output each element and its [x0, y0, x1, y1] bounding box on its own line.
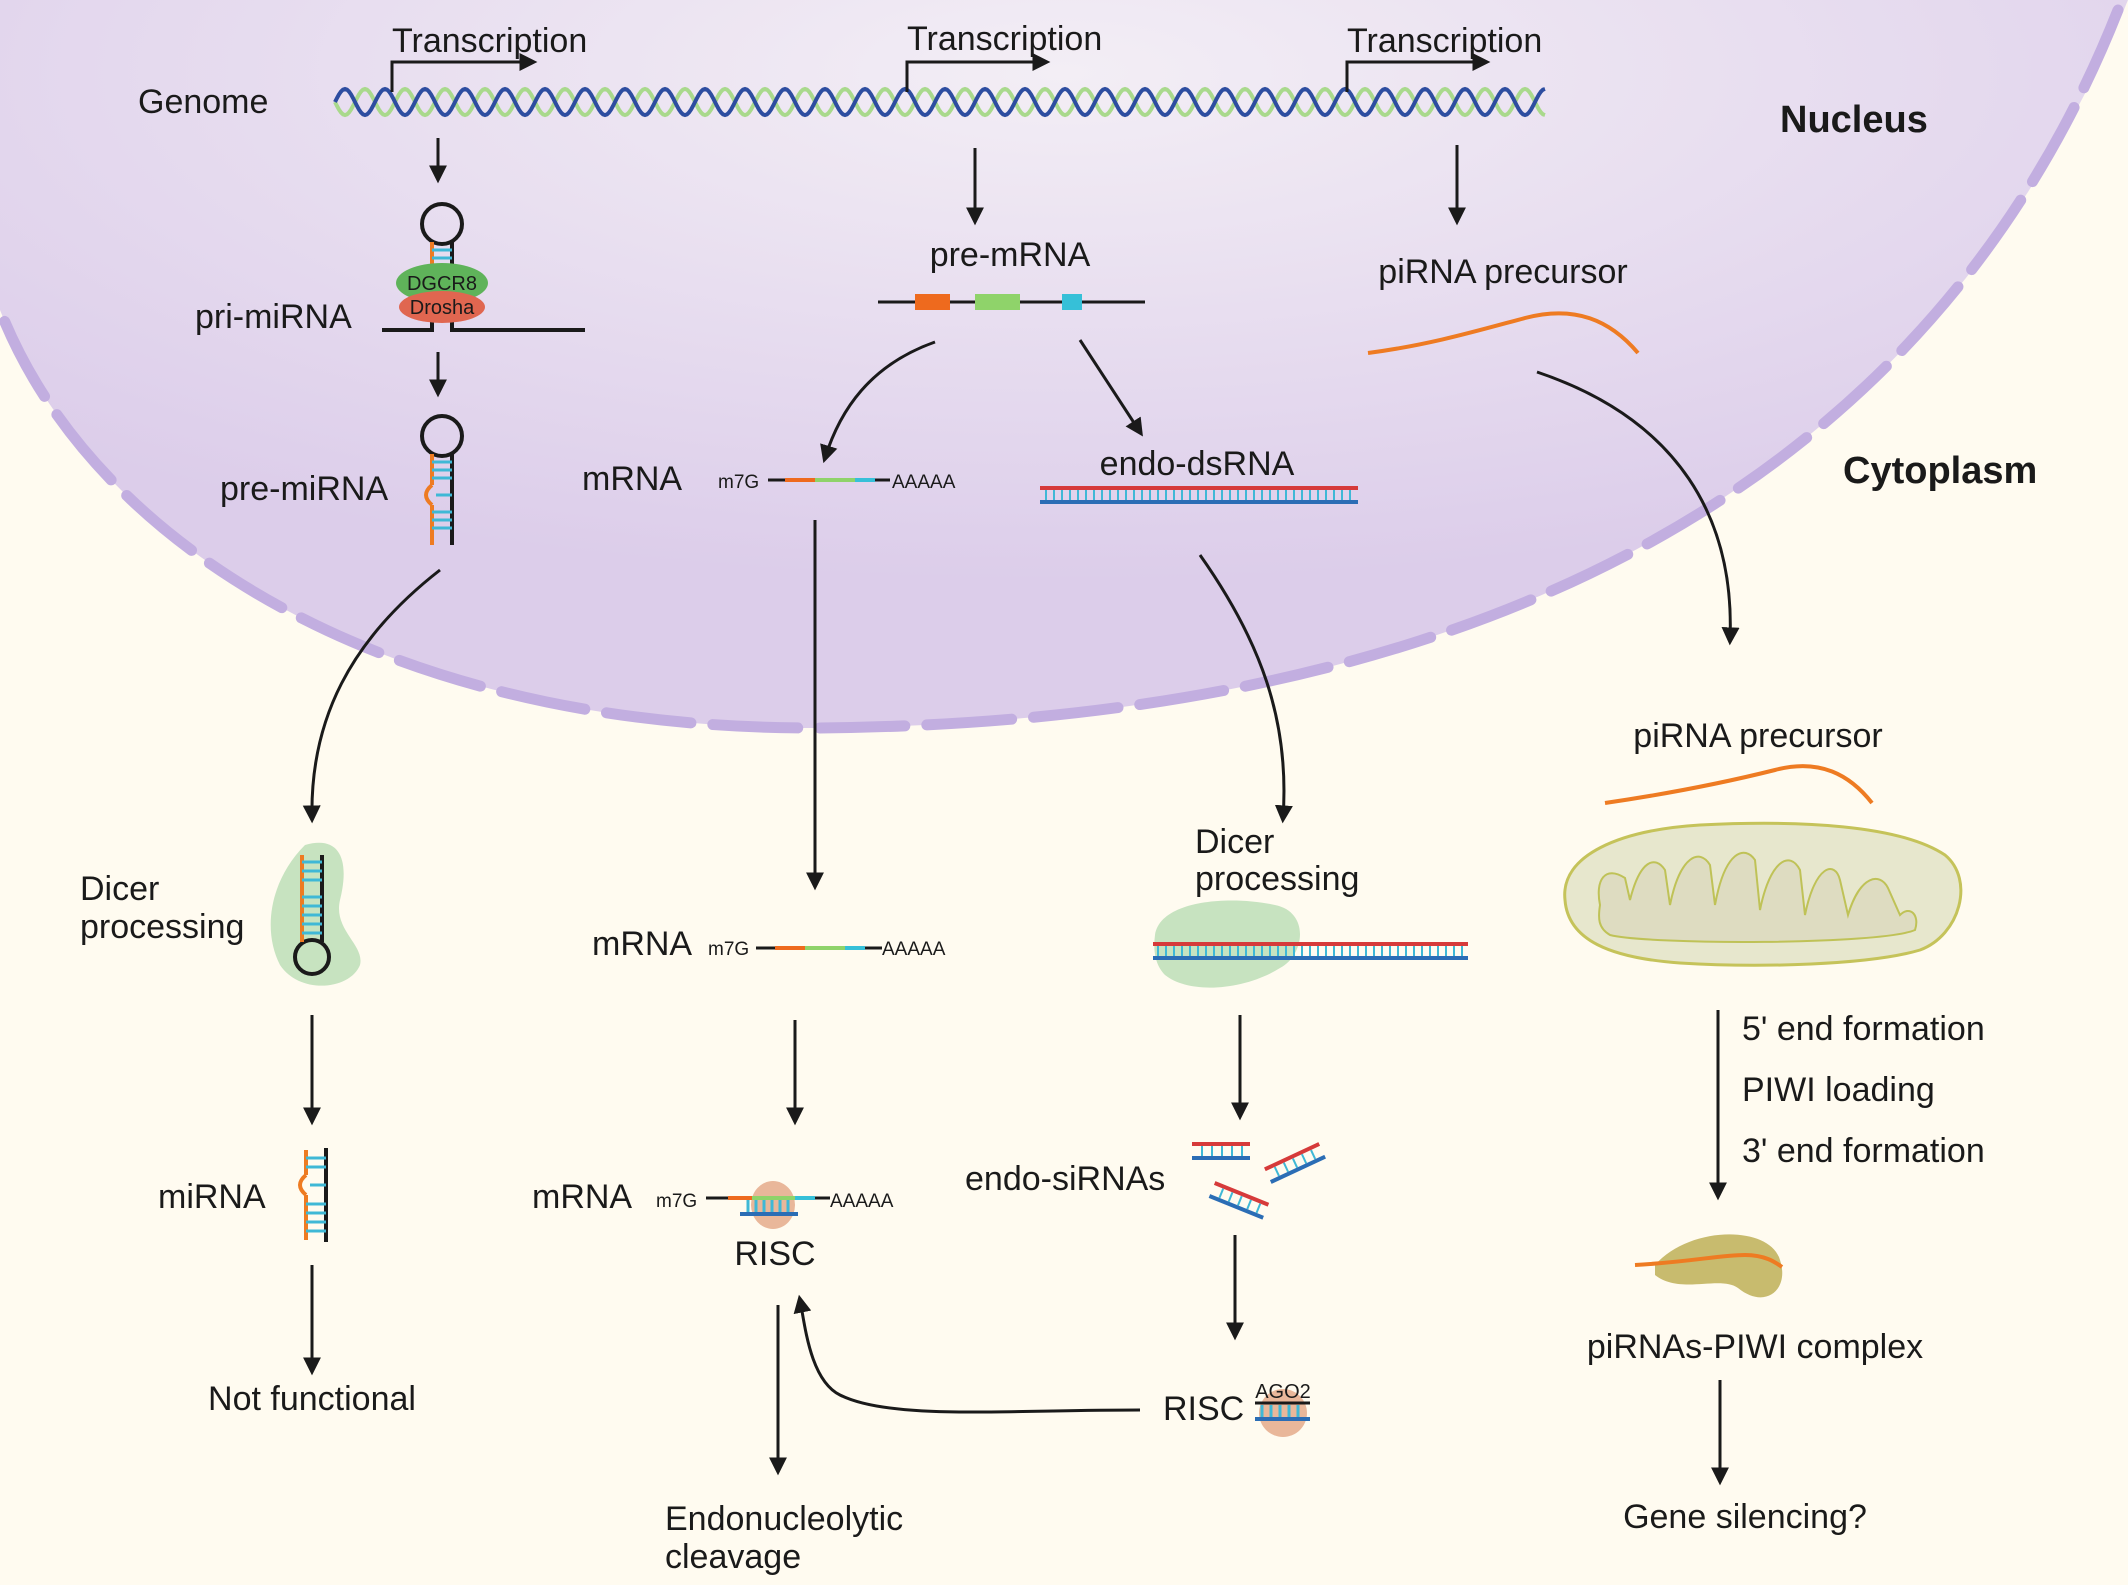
- sirna-duplex-2: [1264, 1142, 1326, 1184]
- dgcr8-protein: [396, 263, 488, 303]
- pirna-step-2: PIWI loading: [1742, 1071, 1935, 1109]
- ago2-risc-label: RISC: [1163, 1390, 1244, 1428]
- endo-dicer-label-2: processing: [1195, 860, 1359, 898]
- drosha-protein: [399, 291, 485, 323]
- transcription-label-1: Transcription: [392, 22, 587, 60]
- exon-2: [975, 294, 1020, 310]
- endo-dsrna-structure: [1040, 486, 1358, 504]
- drosha-label: Drosha: [410, 297, 475, 319]
- nuclear-pirna-precursor-strand: [1367, 311, 1640, 355]
- mitochondrion-cristae: [1597, 851, 1918, 943]
- cyto-pirna-precursor-strand: [1604, 764, 1874, 805]
- nuclear-mrna-polya: AAAAA: [892, 472, 956, 493]
- nuclear-mrna-label: mRNA: [582, 460, 682, 498]
- pri-mirna-structure: DGCR8 Drosha: [382, 202, 585, 332]
- pre-mrna-structure: [878, 294, 1145, 310]
- nucleus-label: Nucleus: [1780, 99, 1928, 141]
- pirna-piwi-complex-label: piRNAs-PIWI complex: [1587, 1328, 1923, 1366]
- arrow-pre-mirna-to-dicer: [302, 568, 441, 824]
- mature-mirna-structure: [298, 1148, 328, 1242]
- arrow-ago2-risc-to-mrna-risc: [793, 1294, 1141, 1414]
- transcription-arrow-1: Transcription: [390, 22, 587, 92]
- mitochondrion: [1563, 821, 1963, 967]
- risc-mrna-polya: AAAAA: [830, 1191, 894, 1212]
- transcription-arrow-3: Transcription: [1345, 22, 1542, 92]
- cleavage-label-1: Endonucleolytic: [665, 1500, 903, 1538]
- pirna-piwi-complex-shape: [1634, 1234, 1784, 1298]
- nuclear-mrna-structure: m7G AAAAA: [718, 472, 956, 493]
- pri-mirna-label: pri-miRNA: [195, 298, 352, 336]
- sirna-duplex-1: [1192, 1142, 1250, 1160]
- mirna-dicer-complex: [270, 842, 361, 986]
- cytoplasm-label: Cytoplasm: [1843, 450, 2037, 492]
- endo-sirna-duplexes: [1192, 1142, 1326, 1220]
- not-functional-label: Not functional: [208, 1380, 416, 1418]
- nuclear-envelope: [0, 4, 2124, 734]
- risc-mrna-label: mRNA: [532, 1178, 632, 1216]
- endo-sirnas-label: endo-siRNAs: [965, 1160, 1165, 1198]
- gene-silencing-label: Gene silencing?: [1623, 1498, 1867, 1536]
- cyto-mrna-polya: AAAAA: [882, 939, 946, 960]
- risc-label: RISC: [734, 1235, 815, 1273]
- genome-label: Genome: [138, 83, 268, 121]
- cleavage-label-2: cleavage: [665, 1538, 801, 1576]
- transcription-label-2: Transcription: [907, 20, 1102, 58]
- nuclear-mrna-cap: m7G: [718, 472, 759, 493]
- pre-mirna-label: pre-miRNA: [220, 470, 388, 508]
- endo-dsrna-label: endo-dsRNA: [1100, 445, 1295, 483]
- mirna-label: miRNA: [158, 1178, 266, 1216]
- mrna-risc-structure: m7G AAAAA: [656, 1181, 894, 1229]
- cyto-mrna-cap: m7G: [708, 939, 749, 960]
- endo-dicer-complex: [1153, 900, 1468, 988]
- arrow-pirna-precursor-export: [1536, 370, 1740, 646]
- cyto-mrna-structure: m7G AAAAA: [708, 939, 946, 960]
- nuclear-pirna-precursor-label: piRNA precursor: [1378, 253, 1627, 291]
- pre-mrna-label: pre-mRNA: [930, 236, 1091, 274]
- transcription-arrow-2: Transcription: [905, 20, 1102, 92]
- exon-1: [915, 294, 950, 310]
- sirna-duplex-3: [1208, 1181, 1270, 1220]
- ago2-risc-complex: AGO2: [1255, 1381, 1311, 1437]
- ago2-label: AGO2: [1255, 1381, 1311, 1403]
- mirna-dicer-label-2: processing: [80, 908, 244, 946]
- arrow-pre-mrna-to-mrna: [820, 340, 936, 464]
- dgcr8-label: DGCR8: [407, 273, 477, 295]
- arrow-endo-dsrna-to-dicer: [1198, 554, 1293, 824]
- pirna-step-1: 5' end formation: [1742, 1010, 1985, 1048]
- exon-3: [1062, 294, 1082, 310]
- arrow-pre-mrna-to-endo-dsrna: [1078, 339, 1143, 437]
- genome-dna-helix: [333, 86, 1546, 118]
- nucleus: [0, 0, 2128, 729]
- pirna-step-3: 3' end formation: [1742, 1132, 1985, 1170]
- mirna-dicer-label-1: Dicer: [80, 870, 159, 908]
- endo-dicer-label-1: Dicer: [1195, 823, 1274, 861]
- cyto-mrna-label: mRNA: [592, 925, 692, 963]
- risc-mrna-cap: m7G: [656, 1191, 697, 1212]
- pre-mirna-structure: [420, 414, 464, 545]
- transcription-label-3: Transcription: [1347, 22, 1542, 60]
- cyto-pirna-precursor-label: piRNA precursor: [1633, 717, 1882, 755]
